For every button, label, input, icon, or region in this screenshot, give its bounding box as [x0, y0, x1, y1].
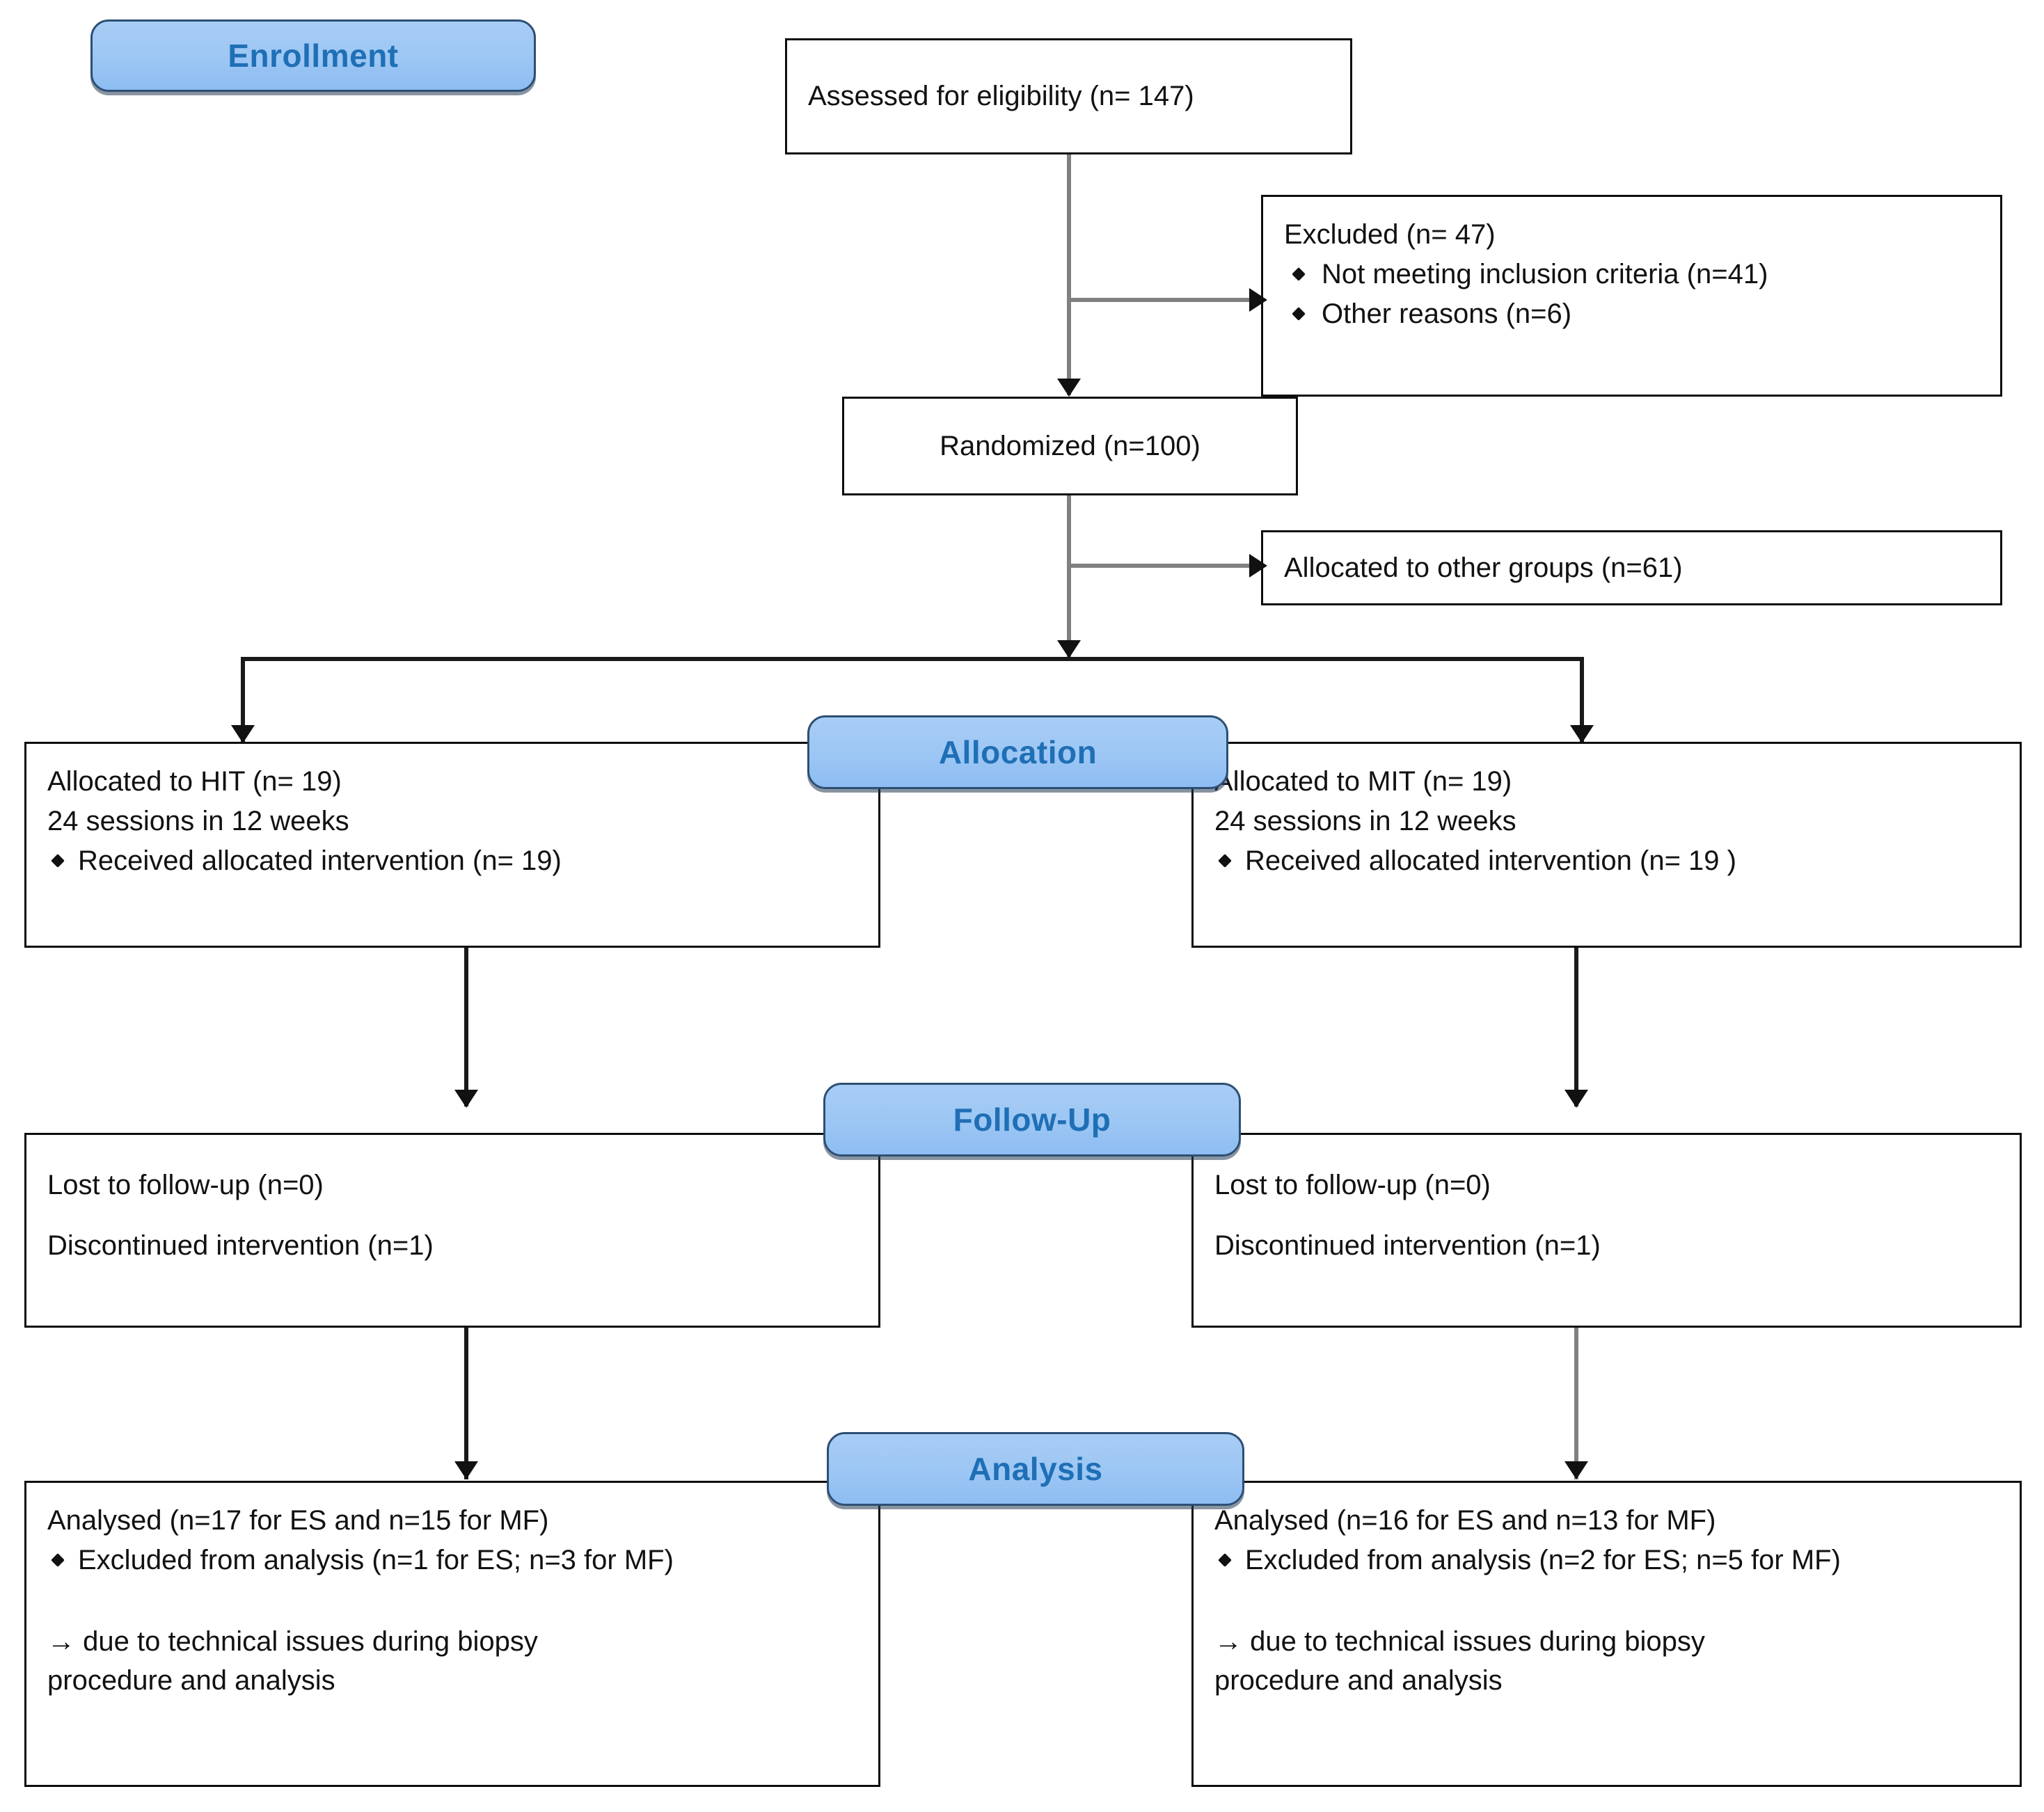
- arrowhead-allocation-right: [1570, 725, 1594, 743]
- split-bar-allocation: [241, 657, 1584, 661]
- stage-pill-analysis-label: Analysis: [968, 1451, 1103, 1487]
- analysis-mit-bullet-1: Excluded from analysis (n=2 for ES; n=5 …: [1214, 1541, 1999, 1580]
- excluded-title: Excluded (n= 47): [1284, 219, 1496, 250]
- connector-mit-to-followup: [1574, 948, 1578, 1106]
- analysis-mit-note-line1: → due to technical issues during biopsy: [1214, 1626, 1705, 1657]
- analysis-hit-note-line1: → due to technical issues during biopsy: [47, 1626, 538, 1657]
- diamond-bullet-icon: [1218, 1553, 1232, 1568]
- arrowhead-split: [1057, 640, 1081, 658]
- stage-pill-allocation: Allocation: [807, 715, 1228, 789]
- stage-pill-followup-label: Follow-Up: [953, 1102, 1111, 1138]
- stage-pill-followup: Follow-Up: [823, 1083, 1241, 1157]
- analysis-hit-bullet-1: Excluded from analysis (n=1 for ES; n=3 …: [47, 1541, 857, 1580]
- arrowhead-followup-left: [454, 1090, 478, 1108]
- allocation-mit-bullet-1-label: Received allocated intervention (n= 19 ): [1245, 845, 1736, 876]
- connector-assessed-to-randomized: [1067, 154, 1071, 395]
- allocation-hit-bullet-1-label: Received allocated intervention (n= 19): [78, 845, 562, 876]
- spacer: [1214, 1205, 1999, 1226]
- analysis-mit-note-line2: procedure and analysis: [1214, 1665, 1503, 1696]
- diamond-bullet-icon: [51, 854, 65, 868]
- excluded-item-2-label: Other reasons (n=6): [1322, 298, 1572, 329]
- connector-followup-to-analysis-left: [464, 1328, 468, 1479]
- followup-hit-line1: Lost to follow-up (n=0): [47, 1170, 324, 1200]
- arrowhead-followup-right: [1564, 1090, 1588, 1108]
- stage-pill-enrollment: Enrollment: [90, 19, 536, 92]
- followup-mit-line2: Discontinued intervention (n=1): [1214, 1230, 1601, 1261]
- box-allocation-mit: Allocated to MIT (n= 19) 24 sessions in …: [1191, 742, 2022, 948]
- box-analysis-hit: Analysed (n=17 for ES and n=15 for MF) E…: [24, 1481, 880, 1787]
- box-assessed-for-eligibility: Assessed for eligibility (n= 147): [785, 38, 1352, 154]
- allocation-hit-line2: 24 sessions in 12 weeks: [47, 805, 349, 836]
- box-followup-mit: Lost to follow-up (n=0) Discontinued int…: [1191, 1133, 2022, 1328]
- connector-hit-to-followup: [464, 948, 468, 1106]
- connector-to-excluded: [1070, 298, 1258, 302]
- stage-pill-allocation-label: Allocation: [938, 734, 1098, 770]
- connector-followup-to-analysis-right: [1574, 1328, 1578, 1479]
- analysis-hit-note-line2: procedure and analysis: [47, 1665, 335, 1696]
- allocation-mit-bullet-1: Received allocated intervention (n= 19 ): [1214, 841, 1999, 881]
- box-other-groups: Allocated to other groups (n=61): [1261, 530, 2002, 605]
- spacer: [47, 1601, 857, 1622]
- spacer: [1214, 1580, 1999, 1601]
- analysis-mit-bullet-1-label: Excluded from analysis (n=2 for ES; n=5 …: [1245, 1544, 1841, 1575]
- spacer: [47, 1580, 857, 1601]
- analysis-hit-bullet-1-label: Excluded from analysis (n=1 for ES; n=3 …: [78, 1544, 674, 1575]
- split-right-drop: [1580, 657, 1584, 742]
- diamond-bullet-icon: [1292, 267, 1306, 282]
- stage-pill-enrollment-label: Enrollment: [228, 38, 399, 74]
- box-followup-hit: Lost to follow-up (n=0) Discontinued int…: [24, 1133, 880, 1328]
- assessed-text: Assessed for eligibility (n= 147): [808, 81, 1194, 112]
- arrowhead-analysis-right: [1564, 1461, 1588, 1479]
- excluded-item-2: Other reasons (n=6): [1284, 294, 1979, 334]
- analysis-mit-line1: Analysed (n=16 for ES and n=13 for MF): [1214, 1505, 1716, 1536]
- analysis-hit-line1: Analysed (n=17 for ES and n=15 for MF): [47, 1505, 549, 1536]
- diamond-bullet-icon: [51, 1553, 65, 1568]
- spacer: [1214, 1601, 1999, 1622]
- excluded-item-1-label: Not meeting inclusion criteria (n=41): [1322, 258, 1768, 289]
- excluded-item-1: Not meeting inclusion criteria (n=41): [1284, 255, 1979, 294]
- arrowhead-analysis-left: [454, 1461, 478, 1479]
- other-groups-text: Allocated to other groups (n=61): [1284, 552, 1683, 583]
- connector-to-other-groups: [1070, 564, 1258, 568]
- allocation-hit-line1: Allocated to HIT (n= 19): [47, 766, 342, 797]
- box-analysis-mit: Analysed (n=16 for ES and n=13 for MF) E…: [1191, 1481, 2022, 1787]
- followup-hit-line2: Discontinued intervention (n=1): [47, 1230, 434, 1261]
- arrowhead-randomized: [1057, 379, 1081, 397]
- arrowhead-other-groups: [1249, 554, 1267, 578]
- box-randomized: Randomized (n=100): [842, 397, 1298, 495]
- split-left-drop: [241, 657, 245, 742]
- box-allocation-hit: Allocated to HIT (n= 19) 24 sessions in …: [24, 742, 880, 948]
- spacer: [47, 1205, 857, 1226]
- arrowhead-excluded: [1249, 288, 1267, 312]
- allocation-mit-line1: Allocated to MIT (n= 19): [1214, 766, 1512, 797]
- allocation-hit-bullet-1: Received allocated intervention (n= 19): [47, 841, 857, 881]
- diamond-bullet-icon: [1292, 307, 1306, 321]
- box-excluded: Excluded (n= 47) Not meeting inclusion c…: [1261, 195, 2002, 397]
- connector-randomized-down: [1067, 495, 1071, 657]
- allocation-mit-line2: 24 sessions in 12 weeks: [1214, 805, 1516, 836]
- diamond-bullet-icon: [1218, 854, 1232, 868]
- stage-pill-analysis: Analysis: [827, 1432, 1244, 1506]
- followup-mit-line1: Lost to follow-up (n=0): [1214, 1170, 1491, 1200]
- randomized-text: Randomized (n=100): [940, 430, 1201, 461]
- arrowhead-allocation-left: [231, 725, 255, 743]
